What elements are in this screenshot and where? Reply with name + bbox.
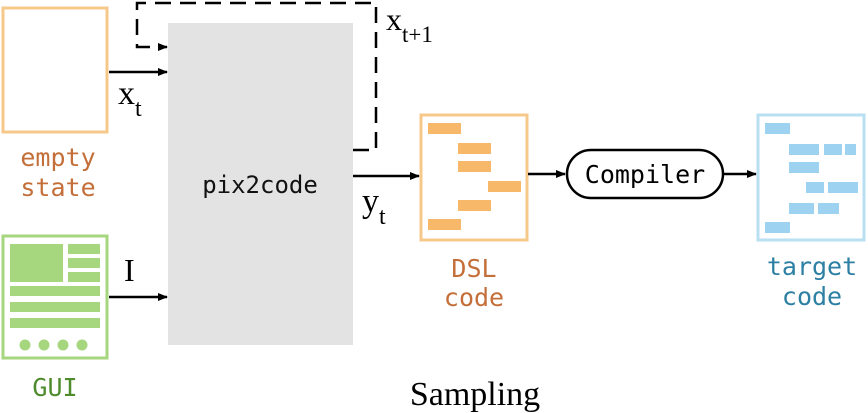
input-I-label: I [124, 252, 135, 288]
empty-state-label-line1: empty [20, 143, 95, 172]
dsl-code-document [419, 113, 529, 242]
target-label-line1: target [767, 252, 857, 281]
target-label-line2: code [782, 282, 842, 311]
gui-label: GUI [32, 373, 77, 402]
x-t-label: xt [118, 75, 142, 122]
model-label: pix2code [202, 171, 318, 199]
empty-state-label-line2: state [20, 173, 95, 202]
y-t-label: yt [362, 183, 386, 230]
target-code-document [756, 113, 866, 242]
empty-state-box [1, 6, 109, 134]
dsl-label-line1: DSL [451, 254, 496, 283]
dsl-label-line2: code [444, 283, 504, 312]
caption: Sampling [410, 376, 540, 413]
gui-image [1, 234, 109, 360]
x-t1-label: xt+1 [386, 1, 433, 47]
feedback-loop [135, 1, 378, 152]
model-block [168, 23, 353, 345]
compiler-label: Compiler [585, 160, 705, 189]
